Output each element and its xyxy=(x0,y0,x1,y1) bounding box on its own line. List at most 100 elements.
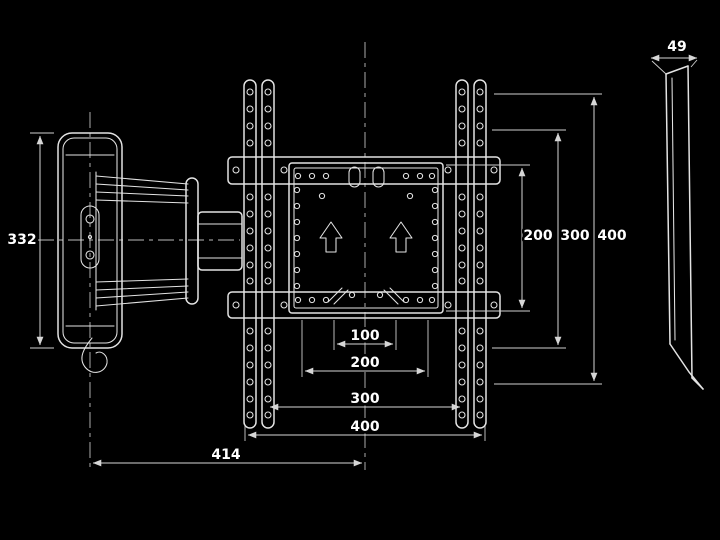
mounting-hole xyxy=(293,250,301,258)
mounting-hole xyxy=(458,244,466,252)
mounting-hole xyxy=(458,261,466,269)
mounting-hole xyxy=(264,244,272,252)
side-view-assembly xyxy=(57,132,243,373)
vesa-plate-inner xyxy=(293,167,439,309)
mounting-hole xyxy=(264,88,272,96)
mounting-hole xyxy=(458,361,466,369)
mounting-hole xyxy=(490,166,498,174)
mounting-hole xyxy=(264,227,272,235)
rail-right-outer xyxy=(473,79,487,429)
slot-hole xyxy=(87,234,93,240)
mounting-hole xyxy=(476,395,484,403)
mounting-hole xyxy=(458,411,466,419)
mounting-hole xyxy=(444,301,452,309)
up-arrow-icon xyxy=(389,221,413,253)
mounting-hole xyxy=(476,193,484,201)
mounting-hole xyxy=(431,202,439,210)
extension-lines xyxy=(30,59,698,441)
centerlines xyxy=(38,42,366,470)
mounting-hole xyxy=(264,139,272,147)
dim-label-400: 400 xyxy=(350,419,379,435)
mounting-hole xyxy=(458,139,466,147)
mounting-hole xyxy=(264,344,272,352)
mounting-hole xyxy=(264,378,272,386)
mounting-hole xyxy=(246,361,254,369)
mounting-hole xyxy=(246,227,254,235)
mounting-hole xyxy=(293,218,301,226)
mounting-hole xyxy=(293,186,301,194)
mounting-hole xyxy=(322,172,330,180)
mounting-holes xyxy=(232,88,498,419)
mounting-hole xyxy=(458,227,466,235)
mounting-hole xyxy=(458,193,466,201)
mounting-hole xyxy=(294,172,302,180)
wall-plate-slot xyxy=(80,205,100,269)
center-slot-right xyxy=(372,166,385,188)
mounting-hole xyxy=(431,250,439,258)
mounting-hole xyxy=(264,361,272,369)
front-view-assembly xyxy=(227,79,501,429)
mounting-hole xyxy=(406,192,414,200)
mounting-hole xyxy=(458,327,466,335)
mounting-hole xyxy=(246,193,254,201)
mounting-hole xyxy=(476,378,484,386)
mounting-hole xyxy=(246,105,254,113)
up-arrow-icon xyxy=(319,221,343,253)
mounting-hole xyxy=(458,210,466,218)
mounting-hole xyxy=(402,172,410,180)
mounting-hole xyxy=(246,88,254,96)
mounting-hole xyxy=(431,282,439,290)
rail-left-outer xyxy=(243,79,257,429)
mounting-hole xyxy=(246,139,254,147)
mounting-hole xyxy=(428,172,436,180)
mounting-hole xyxy=(476,244,484,252)
mounting-hole xyxy=(444,166,452,174)
mounting-hole xyxy=(402,296,410,304)
profile-view xyxy=(665,65,704,390)
mounting-hole xyxy=(264,105,272,113)
rail-left-inner xyxy=(261,79,275,429)
mounting-hole xyxy=(246,210,254,218)
mounting-hole xyxy=(416,172,424,180)
mounting-hole xyxy=(476,210,484,218)
mounting-hole xyxy=(318,192,326,200)
mounting-hole xyxy=(308,172,316,180)
dim-label-414: 414 xyxy=(211,447,240,463)
mounting-hole xyxy=(458,105,466,113)
mounting-hole xyxy=(246,261,254,269)
mounting-hole xyxy=(246,327,254,335)
slot-hole xyxy=(85,214,95,224)
mounting-hole xyxy=(476,327,484,335)
mounting-hole xyxy=(264,411,272,419)
mounting-hole xyxy=(376,291,384,299)
clip-marks xyxy=(327,287,405,305)
mounting-hole xyxy=(264,210,272,218)
arm-plates xyxy=(95,171,189,311)
dim-label-vesa-300: 300 xyxy=(560,228,589,244)
cable-hook xyxy=(81,337,108,373)
mounting-hole xyxy=(246,244,254,252)
mounting-hole xyxy=(264,327,272,335)
mounting-hole xyxy=(246,395,254,403)
mounting-hole xyxy=(476,361,484,369)
mounting-hole xyxy=(293,234,301,242)
mounting-hole xyxy=(348,291,356,299)
mounting-hole xyxy=(246,122,254,130)
wall-plate xyxy=(57,132,123,349)
mounting-hole xyxy=(476,105,484,113)
top-mounting-plate xyxy=(227,156,501,185)
mounting-hole xyxy=(490,301,498,309)
mounting-hole xyxy=(280,301,288,309)
mounting-hole xyxy=(322,296,330,304)
mounting-hole xyxy=(458,277,466,285)
mounting-hole xyxy=(458,378,466,386)
mounting-hole xyxy=(458,395,466,403)
mounting-hole xyxy=(431,218,439,226)
dim-label-100: 100 xyxy=(350,328,379,344)
mounting-hole xyxy=(232,166,240,174)
mounting-hole xyxy=(293,282,301,290)
wall-plate-inner xyxy=(62,137,118,344)
mounting-hole xyxy=(264,122,272,130)
